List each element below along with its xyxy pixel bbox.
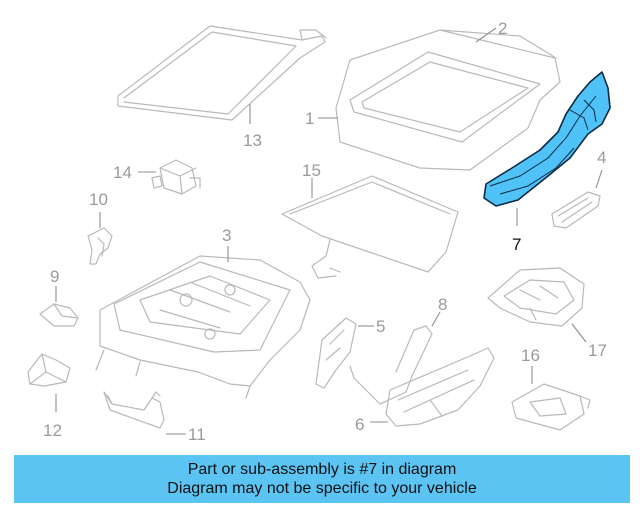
part-7-side-trim[interactable] <box>483 71 611 207</box>
callout-11: 11 <box>188 425 206 444</box>
info-banner: Part or sub-assembly is #7 in diagram Di… <box>14 455 630 503</box>
part-6-outer-cover[interactable] <box>385 347 495 427</box>
part-10-clip[interactable] <box>87 227 113 265</box>
leader-4 <box>595 169 603 189</box>
part-17-module-bracket[interactable] <box>487 267 585 327</box>
part-7-body <box>483 71 611 207</box>
callout-8: 8 <box>438 295 447 314</box>
part-5-side-panel[interactable] <box>315 317 357 389</box>
part-12-bracket[interactable] <box>27 353 71 387</box>
callout-16: 16 <box>521 346 540 365</box>
callout-17: 17 <box>588 341 607 360</box>
leader-2 <box>475 27 497 43</box>
part-8-wire[interactable] <box>349 325 433 405</box>
part-9-cover[interactable] <box>39 303 79 327</box>
part-14-module[interactable] <box>151 159 201 195</box>
callout-6: 6 <box>355 415 364 434</box>
callout-4: 4 <box>597 148 606 167</box>
callout-12: 12 <box>43 421 62 440</box>
callout-7: 7 <box>512 235 521 254</box>
banner-line-1: Part or sub-assembly is #7 in diagram <box>187 461 457 478</box>
leader-17 <box>571 323 587 343</box>
callout-1: 1 <box>305 109 314 128</box>
part-13-heater-mat[interactable] <box>117 25 327 121</box>
callout-13: 13 <box>243 131 262 150</box>
part-16-control-module[interactable] <box>511 383 591 431</box>
part-2-cushion-pad[interactable] <box>335 29 561 171</box>
part-3-seat-frame[interactable] <box>95 255 311 399</box>
callout-10: 10 <box>89 190 108 209</box>
banner-line-2: Diagram may not be specific to your vehi… <box>167 480 477 497</box>
callout-15: 15 <box>302 161 321 180</box>
callout-2: 2 <box>498 19 507 38</box>
callout-9: 9 <box>50 267 59 286</box>
part-4-cover[interactable] <box>551 191 601 229</box>
part-11-rail-bracket[interactable] <box>103 391 165 429</box>
callout-5: 5 <box>376 317 385 336</box>
callout-3: 3 <box>222 226 231 245</box>
callout-14: 14 <box>113 163 132 182</box>
leader-8 <box>431 311 441 327</box>
part-15-sensor-mat[interactable] <box>281 175 459 279</box>
